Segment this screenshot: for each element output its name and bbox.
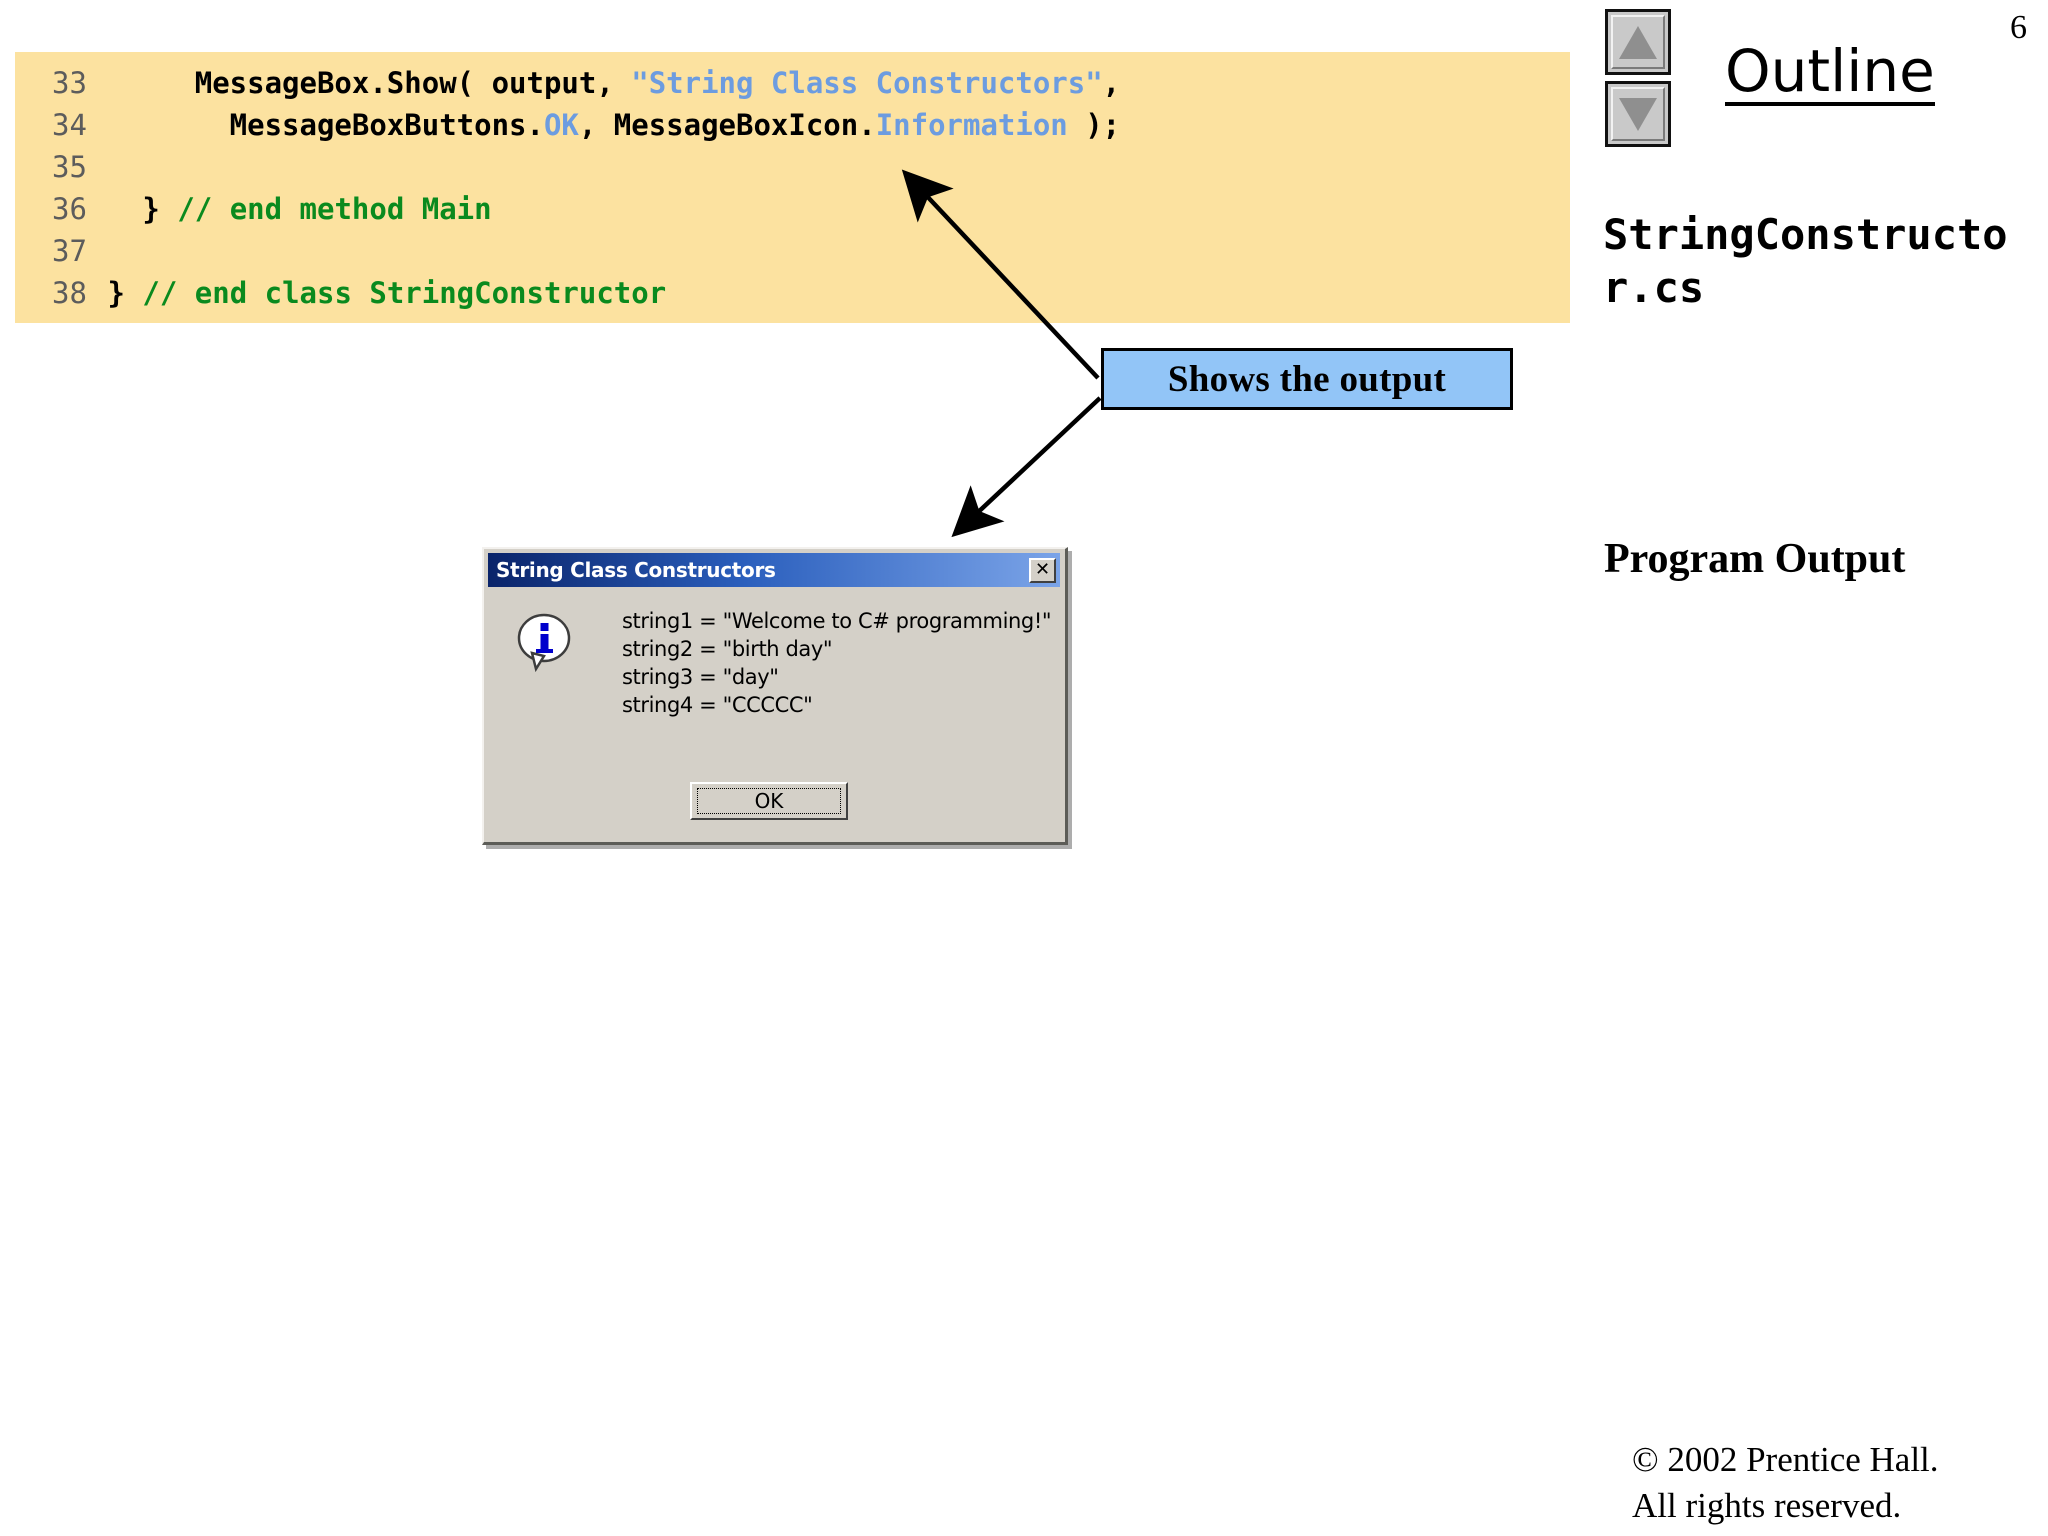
scroll-down-button[interactable] — [1605, 81, 1671, 147]
code-line-number: 38 — [52, 276, 87, 310]
page-number: 6 — [2010, 9, 2027, 46]
copyright-notice: © 2002 Prentice Hall. All rights reserve… — [1632, 1437, 1939, 1529]
ok-button-label: OK — [697, 788, 841, 814]
code-token-plain: MessageBoxButtons. — [90, 108, 544, 142]
copyright-line: All rights reserved. — [1632, 1486, 1902, 1525]
messagebox-dialog: String Class Constructors ✕ string1 = "W… — [482, 547, 1068, 845]
code-line: 38 } // end class StringConstructor — [15, 272, 1570, 314]
code-token-plain: } — [90, 192, 178, 226]
filename-label: StringConstructor.cs — [1603, 210, 2008, 312]
code-line: 35 — [15, 146, 1570, 188]
triangle-down-icon — [1611, 87, 1665, 141]
code-line: 33 MessageBox.Show( output, "String Clas… — [15, 62, 1570, 104]
copyright-line: © 2002 Prentice Hall. — [1632, 1440, 1939, 1479]
code-line: 36 } // end method Main — [15, 188, 1570, 230]
messagebox-text: string1 = "Welcome to C# programming!" s… — [622, 607, 1052, 719]
code-line-number: 34 — [52, 108, 87, 142]
code-line-number: 36 — [52, 192, 87, 226]
information-icon — [517, 613, 571, 673]
code-line-content: } // end class StringConstructor — [90, 272, 666, 314]
messagebox-title: String Class Constructors — [496, 558, 776, 582]
triangle-up-icon — [1611, 15, 1665, 69]
code-token-plain: } — [90, 276, 143, 310]
code-line-content: MessageBoxButtons.OK, MessageBoxIcon.Inf… — [90, 104, 1120, 146]
scroll-up-button[interactable] — [1605, 9, 1671, 75]
code-line-number: 35 — [52, 150, 87, 184]
messagebox-line: string1 = "Welcome to C# programming!" — [622, 609, 1052, 633]
code-listing: 33 MessageBox.Show( output, "String Clas… — [15, 52, 1570, 323]
code-line-number: 33 — [52, 66, 87, 100]
messagebox-line: string2 = "birth day" — [622, 637, 833, 661]
outline-heading: Outline — [1725, 37, 1935, 106]
callout-label: Shows the output — [1167, 358, 1447, 400]
code-token-comment: // end method Main — [177, 192, 492, 226]
messagebox-line: string4 = "CCCCC" — [622, 693, 813, 717]
callout-shows-the-output: Shows the output — [1101, 348, 1513, 410]
code-line-content: } // end method Main — [90, 188, 492, 230]
messagebox-titlebar[interactable]: String Class Constructors ✕ — [488, 553, 1060, 587]
code-token-plain: , — [1102, 66, 1121, 100]
code-line: 37 — [15, 230, 1570, 272]
code-token-comment: // end class StringConstructor — [142, 276, 667, 310]
arrow-to-messagebox — [951, 396, 1102, 538]
ok-button[interactable]: OK — [690, 782, 848, 820]
code-token-plain: MessageBox.Show( output, — [90, 66, 632, 100]
close-icon[interactable]: ✕ — [1029, 557, 1056, 583]
messagebox-line: string3 = "day" — [622, 665, 779, 689]
code-line-number: 37 — [52, 234, 87, 268]
code-token-enum: Information — [875, 108, 1068, 142]
program-output-label: Program Output — [1604, 536, 1906, 582]
code-line-content: MessageBox.Show( output, "String Class C… — [90, 62, 1120, 104]
code-token-plain: , MessageBoxIcon. — [578, 108, 876, 142]
code-token-string: "String Class Constructors" — [631, 66, 1103, 100]
code-token-plain: ); — [1067, 108, 1121, 142]
code-token-enum: OK — [543, 108, 579, 142]
code-line: 34 MessageBoxButtons.OK, MessageBoxIcon.… — [15, 104, 1570, 146]
